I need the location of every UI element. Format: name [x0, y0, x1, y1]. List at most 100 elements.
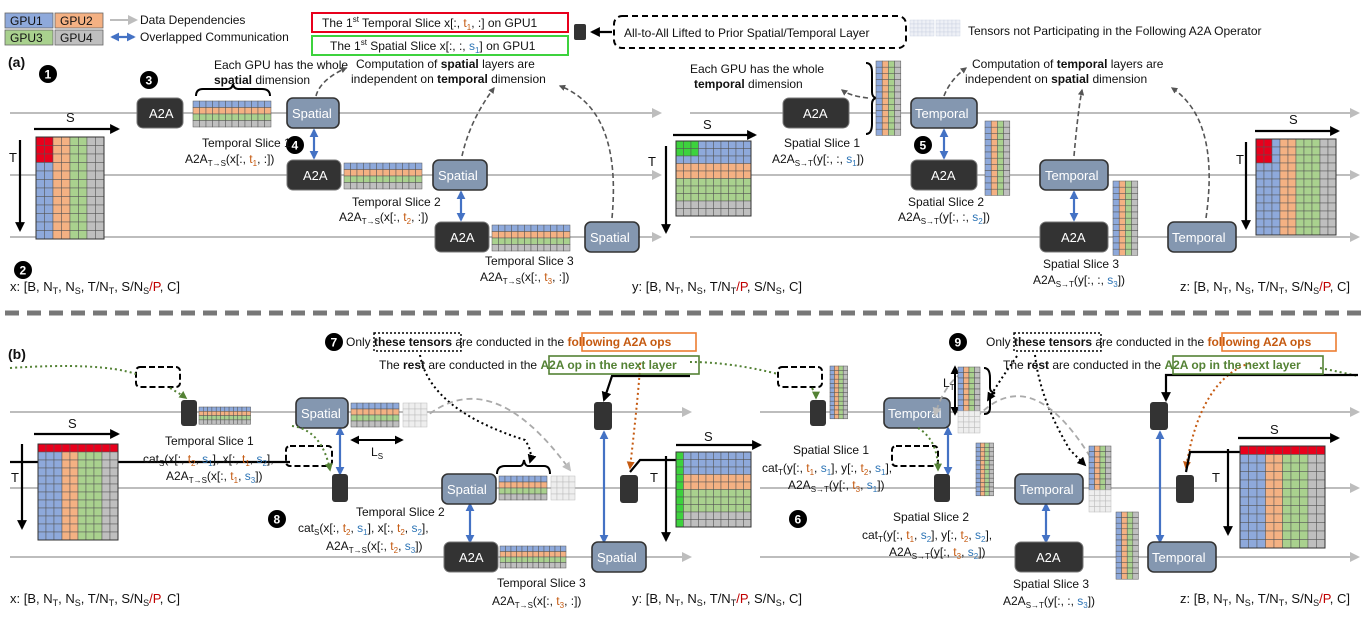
svg-text:Temporal: Temporal	[1172, 230, 1226, 245]
svg-text:catS(x[:, t2, s1], x[:, t2, s2: catS(x[:, t2, s1], x[:, t2, s2],	[298, 521, 429, 537]
legend-gpu3: GPU3	[4, 29, 54, 46]
temporal-slice-1-label-a: Temporal Slice 1 A2AT→S(x[:, t1, :])	[185, 136, 291, 168]
annot-whole-spatial-2: spatial dimension	[214, 73, 310, 87]
spatial-box-b-3: Spatial	[591, 541, 647, 573]
svg-text:Temporal Slice 3: Temporal Slice 3	[497, 576, 586, 590]
tensor-grid	[1239, 445, 1326, 549]
legend-overlapped-communication: Overlapped Communication	[140, 30, 289, 44]
svg-text:A2A: A2A	[149, 106, 174, 121]
slice-strip	[498, 475, 548, 501]
small-a2a-3	[594, 402, 612, 430]
svg-text:3: 3	[146, 74, 153, 88]
annot-whole-temporal-2: temporal dimension	[694, 77, 803, 91]
shape-x-b: x: [B, NT, NS, T/NT, S/NS/P, C]	[10, 591, 180, 608]
svg-text:4: 4	[292, 139, 299, 153]
slice-strip	[829, 365, 848, 420]
svg-text:A2A: A2A	[459, 550, 484, 565]
svg-text:Spatial: Spatial	[597, 550, 637, 565]
temporal-box-b-2: Temporal	[1014, 473, 1084, 505]
step-2-marker: 2	[14, 261, 32, 279]
a2a-box-a-1: A2A	[136, 97, 184, 129]
annot-comp-temporal-2: independent on spatial dimension	[965, 72, 1147, 86]
svg-text:Spatial: Spatial	[438, 168, 478, 183]
svg-text:Spatial: Spatial	[590, 230, 630, 245]
brace	[195, 83, 271, 97]
tensor-grid	[1255, 138, 1337, 236]
svg-text:catT(y[:, t1, s1], y[:, t2, s1: catT(y[:, t1, s1], y[:, t2, s1],	[762, 461, 892, 477]
svg-text:GPU2: GPU2	[60, 14, 93, 28]
slice-strip	[402, 402, 428, 428]
svg-text:Temporal Slice 1: Temporal Slice 1	[202, 136, 291, 150]
shape-y-a: y: [B, NT, NS, T/NT/P, S/NS, C]	[632, 279, 802, 296]
faded-tensor-icon	[909, 19, 961, 37]
svg-text:T: T	[650, 470, 658, 485]
svg-text:Temporal: Temporal	[888, 406, 942, 421]
legend-not-participating: Tensors not Participating in the Followi…	[968, 24, 1262, 38]
axis-s: S	[66, 110, 75, 125]
slice-strip	[1115, 511, 1139, 580]
legend-lifted-box	[613, 15, 907, 49]
step-6-marker: 6	[789, 510, 807, 528]
svg-text:A2AS→T(y[:, :, s1]): A2AS→T(y[:, :, s1])	[772, 152, 864, 168]
slice-strip	[1112, 180, 1139, 256]
slice-strip	[975, 442, 994, 497]
svg-text:7: 7	[331, 336, 338, 350]
temporal-slice-3-label-b: Temporal Slice 3 A2AT→S(x[:, t3, :])	[492, 576, 586, 610]
a2a-box-a-4: A2A	[782, 97, 850, 129]
svg-text:GPU3: GPU3	[10, 31, 43, 45]
svg-text:Spatial Slice 2: Spatial Slice 2	[908, 195, 984, 209]
legend-gpu4: GPU4	[54, 29, 104, 46]
part-a: (a) 1 3 4 5 2 A2A Spatial A2A Spatial A2…	[8, 54, 1360, 296]
svg-text:S: S	[1270, 422, 1279, 437]
svg-text:A2A: A2A	[1036, 550, 1061, 565]
svg-text:A2AS→T(y[:, :, s3]): A2AS→T(y[:, :, s3])	[1033, 273, 1125, 289]
svg-text:Spatial Slice 3: Spatial Slice 3	[1043, 257, 1119, 271]
svg-text:GPU1: GPU1	[10, 14, 43, 28]
svg-text:S: S	[1289, 112, 1298, 127]
slice-strip	[1088, 445, 1112, 491]
annot-only-these-2: Only these tensors are conducted in the …	[986, 335, 1312, 349]
a2a-box-a-6: A2A	[1039, 221, 1109, 253]
svg-text:1: 1	[45, 68, 52, 82]
svg-text:A2AS→T(y[:, t3, s1]): A2AS→T(y[:, t3, s1])	[788, 478, 885, 494]
small-a2a-5	[810, 400, 826, 426]
svg-text:A2A: A2A	[803, 106, 828, 121]
annot-comp-spatial-2: independent on temporal dimension	[351, 72, 546, 86]
part-a-label: (a)	[8, 54, 25, 70]
temporal-box-a-3: Temporal	[1167, 221, 1237, 253]
tensor-grid	[37, 443, 119, 541]
slice-strip	[1088, 489, 1112, 513]
slice-strip	[550, 475, 576, 501]
svg-text:A2AT→S(x[:, t2, s3]): A2AT→S(x[:, t2, s3])	[326, 539, 423, 555]
temporal-slice-3-label-a: Temporal Slice 3 A2AT→S(x[:, t3, :])	[480, 254, 574, 286]
lifted-a2a-icon	[574, 24, 586, 40]
svg-text:S: S	[68, 416, 77, 431]
svg-text:catT(y[:, t1, s2], y[:, t2, s2: catT(y[:, t1, s2], y[:, t2, s2],	[862, 528, 992, 544]
spatial-slice-1-label-a: Spatial Slice 1 A2AS→T(y[:, :, s1])	[772, 136, 864, 168]
svg-text:A2A: A2A	[1061, 230, 1086, 245]
svg-text:A2AS→T(y[:, :, s3]): A2AS→T(y[:, :, s3])	[1003, 594, 1095, 610]
legend: GPU1 GPU2 GPU3 GPU4 Data Dependencies Ov…	[4, 12, 1262, 56]
shape-y-b: y: [B, NT, NS, T/NT/P, S/NS, C]	[632, 591, 802, 608]
step-9-marker: 9	[949, 333, 967, 351]
annot-comp-spatial: Computation of spatial layers are	[356, 57, 535, 71]
annot-rest-2: The rest are conducted in the A2A op in …	[1003, 358, 1301, 372]
svg-text:S: S	[704, 429, 713, 444]
part-b: (b) Spatial Spatial A2A Spatial Temporal…	[8, 332, 1360, 610]
svg-text:Spatial: Spatial	[301, 406, 341, 421]
shape-x-a: x: [B, NT, NS, T/NT, S/NS/P, C]	[10, 279, 180, 296]
legend-temporal-slice-box	[311, 12, 569, 33]
temporal-slice-1-label-b: Temporal Slice 1 catS(x[:, t2, s1], x[:,…	[143, 434, 274, 485]
svg-text:5: 5	[920, 139, 927, 153]
step-3-marker: 3	[140, 71, 158, 89]
svg-text:A2AT→S(x[:, t1, s3]): A2AT→S(x[:, t1, s3])	[166, 469, 263, 485]
slice-strip	[198, 406, 251, 425]
legend-temporal-slice-text: The 1st Temporal Slice x[:, t1, :] on GP…	[322, 15, 538, 32]
annot-whole-spatial: Each GPU has the whole	[214, 58, 348, 72]
spatial-box-a-1: Spatial	[286, 97, 340, 129]
a2a-box-b-2: A2A	[1014, 541, 1084, 573]
svg-text:T: T	[1236, 152, 1244, 167]
slice-strip	[350, 402, 400, 428]
svg-text:S: S	[703, 117, 712, 132]
annot-comp-temporal: Computation of temporal layers are	[972, 57, 1164, 71]
